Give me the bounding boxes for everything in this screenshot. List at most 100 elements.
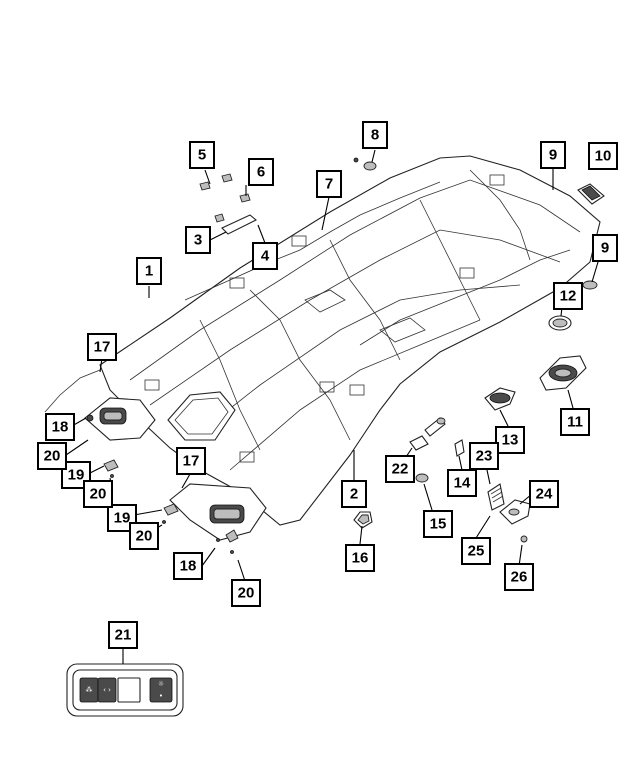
- svg-text:4: 4: [261, 248, 270, 265]
- svg-text:20: 20: [44, 448, 61, 465]
- wire-harness-right: [359, 249, 571, 346]
- console-icon-right-top: ☼: [158, 680, 164, 688]
- callout-23: 23: [469, 442, 499, 470]
- svg-text:13: 13: [502, 432, 519, 449]
- sun-visor-right: [169, 483, 267, 543]
- svg-text:21: 21: [115, 627, 132, 644]
- svg-text:14: 14: [454, 475, 471, 492]
- callout-21: 21: [108, 621, 138, 649]
- callout-9a: 9: [540, 141, 566, 169]
- visor-screw-2: [162, 520, 166, 524]
- callout-5: 5: [189, 141, 215, 169]
- clip-part-8: [353, 157, 377, 171]
- grab-handle-bracket: [214, 193, 257, 235]
- svg-text:24: 24: [536, 486, 553, 503]
- callout-17b: 17: [176, 447, 206, 475]
- svg-text:18: 18: [180, 558, 197, 575]
- svg-text:22: 22: [392, 461, 409, 478]
- callout-20b: 20: [83, 480, 113, 508]
- callout-20a: 20: [37, 442, 67, 470]
- svg-text:8: 8: [371, 127, 379, 144]
- svg-text:20: 20: [136, 528, 153, 545]
- lamp-part-10: [577, 183, 605, 205]
- callout-22: 22: [385, 455, 415, 483]
- callout-15: 15: [423, 510, 453, 538]
- svg-text:9: 9: [549, 147, 557, 164]
- svg-text:18: 18: [52, 419, 69, 436]
- callout-25: 25: [461, 537, 491, 565]
- svg-text:15: 15: [430, 516, 447, 533]
- svg-text:2: 2: [350, 486, 358, 503]
- callout-20d: 20: [231, 579, 261, 607]
- console-icon-left: ⁂: [86, 686, 93, 694]
- svg-text:19: 19: [114, 510, 131, 527]
- svg-text:20: 20: [90, 486, 107, 503]
- callout-18b: 18: [173, 552, 203, 580]
- svg-text:17: 17: [94, 339, 111, 356]
- svg-text:25: 25: [468, 543, 485, 560]
- switch-part-22: [409, 435, 429, 451]
- visor-clip-right: [163, 503, 179, 516]
- cap-part-15: [415, 473, 429, 483]
- callout-1: 1: [136, 257, 162, 285]
- cap-part-16: [353, 511, 373, 529]
- callout-7: 7: [316, 170, 342, 198]
- console-display: [117, 677, 141, 703]
- bracket-part-24: [499, 499, 531, 525]
- wire-harness-left: [184, 181, 441, 301]
- svg-text:10: 10: [595, 148, 612, 165]
- callout-3: 3: [185, 226, 211, 254]
- callout-19b: 19: [107, 504, 137, 532]
- cover-part-12: [548, 315, 572, 331]
- sun-visor-left: [84, 397, 156, 441]
- console-icon-mid: ‹ ›: [103, 686, 111, 694]
- visor-clip-left: [103, 459, 119, 472]
- grommet-part-9: [582, 280, 598, 290]
- wire-harness-front: [44, 369, 101, 413]
- overhead-console: ⁂ ‹ › ☼ •: [66, 663, 184, 717]
- clip-part-5: [199, 173, 233, 191]
- callout-2: 2: [341, 480, 367, 508]
- headliner-panel: [99, 155, 601, 526]
- svg-text:5: 5: [198, 147, 206, 164]
- callout-11: 11: [560, 408, 590, 436]
- svg-text:26: 26: [511, 569, 528, 586]
- callout-20c: 20: [129, 522, 159, 550]
- svg-text:11: 11: [567, 414, 583, 431]
- callout-8: 8: [362, 121, 388, 149]
- visor-screw-1: [110, 474, 114, 478]
- callout-10: 10: [588, 142, 618, 170]
- connector-part: [424, 417, 446, 437]
- callout-18a: 18: [45, 413, 75, 441]
- callout-16: 16: [345, 544, 375, 572]
- lamp-part-13: [484, 387, 516, 411]
- lamp-assembly-part-11: [539, 355, 587, 391]
- console-button-right: [149, 677, 173, 703]
- svg-text:20: 20: [238, 585, 255, 602]
- svg-text:19: 19: [68, 467, 85, 484]
- svg-text:1: 1: [145, 263, 153, 280]
- console-icon-right-bottom: •: [159, 692, 163, 700]
- svg-text:23: 23: [476, 448, 493, 465]
- callout-14: 14: [447, 469, 477, 497]
- vent-part-23: [487, 483, 505, 511]
- screw-part-26: [520, 535, 528, 543]
- svg-text:12: 12: [560, 288, 577, 305]
- callout-4: 4: [252, 242, 278, 270]
- callout-12: 12: [553, 282, 583, 310]
- visor-screw-3: [216, 538, 220, 542]
- svg-text:17: 17: [183, 453, 200, 470]
- visor-screw-4: [230, 550, 234, 554]
- callout-6: 6: [248, 158, 274, 186]
- callout-24: 24: [529, 480, 559, 508]
- svg-text:6: 6: [257, 164, 265, 181]
- callout-17a: 17: [87, 333, 117, 361]
- callout-26: 26: [504, 563, 534, 591]
- console-button-mid: [97, 677, 117, 703]
- svg-text:9: 9: [601, 240, 609, 257]
- card-part-14: [454, 439, 465, 457]
- callout-13: 13: [495, 426, 525, 454]
- svg-text:7: 7: [325, 176, 333, 193]
- callout-9b: 9: [592, 234, 618, 262]
